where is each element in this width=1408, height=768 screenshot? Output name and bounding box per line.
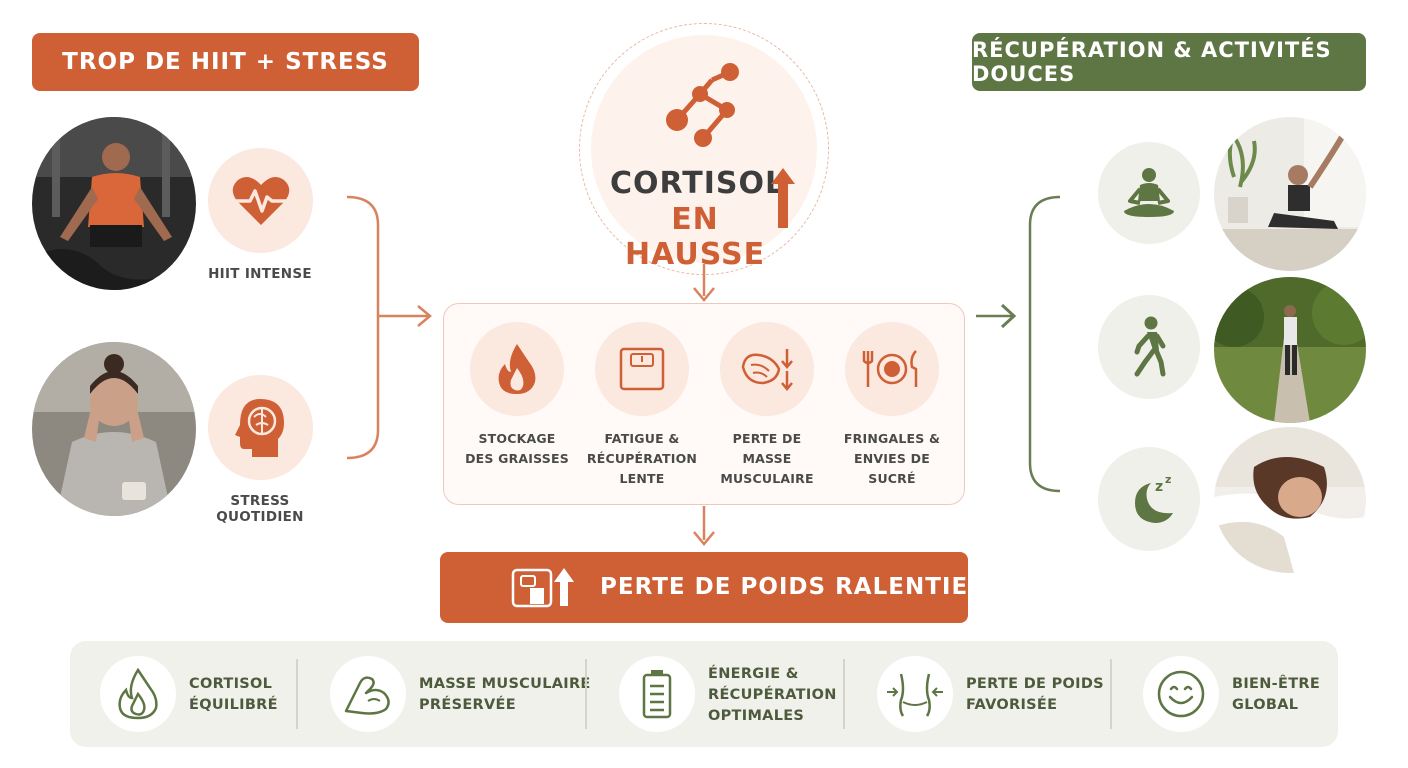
sleep-moon-icon: z z xyxy=(1135,473,1173,523)
benefit-divider xyxy=(296,659,298,729)
svg-text:z: z xyxy=(1155,479,1163,495)
heart-pulse-icon xyxy=(232,176,289,225)
bicep-icon xyxy=(344,676,390,715)
walking-icon-circle xyxy=(1098,295,1200,399)
yoga-photo xyxy=(1214,117,1366,271)
heart-pulse-icon-circle xyxy=(208,148,313,253)
right-title-banner: RÉCUPÉRATION & ACTIVITÉS DOUCES xyxy=(972,33,1366,91)
battery-icon xyxy=(642,670,672,719)
yoga-photo-image xyxy=(1214,117,1366,271)
hiit-label: HIIT INTENSE xyxy=(208,266,312,282)
benefit-divider xyxy=(1110,659,1112,729)
sleeping-photo-image xyxy=(1214,427,1366,573)
walking-icon xyxy=(1134,316,1166,377)
sleep-moon-icon-circle: z z xyxy=(1098,447,1200,551)
left-bracket xyxy=(346,195,380,460)
result-text: PERTE DE POIDS RALENTIE xyxy=(600,574,969,600)
bicep-icon-circle xyxy=(330,656,406,732)
meditation-icon-circle xyxy=(1098,142,1200,244)
hiit-photo-image xyxy=(32,117,196,290)
smile-icon-circle xyxy=(1143,656,1219,732)
muscle-down-icon xyxy=(741,349,793,391)
muscle-down-icon-circle xyxy=(720,322,814,416)
benefit-divider xyxy=(585,659,587,729)
hiit-photo xyxy=(32,117,196,290)
benefit-divider xyxy=(843,659,845,729)
flame-outline-icon xyxy=(118,668,158,720)
benefits-bar xyxy=(70,641,1338,747)
cortisol-subtitle: EN HAUSSE xyxy=(624,202,766,272)
waist-icon xyxy=(887,673,943,717)
head-brain-icon xyxy=(234,398,284,457)
plate-cutlery-icon-circle xyxy=(845,322,939,416)
battery-icon-circle xyxy=(619,656,695,732)
stress-photo-image xyxy=(32,342,196,516)
flame-outline-icon-circle xyxy=(100,656,176,732)
meditation-icon xyxy=(1124,168,1174,217)
scale-icon xyxy=(619,347,665,391)
stress-label: STRESS QUOTIDIEN xyxy=(216,493,304,525)
waist-icon-circle xyxy=(877,656,953,732)
flame-icon-circle xyxy=(470,322,564,416)
head-brain-icon-circle xyxy=(208,375,313,480)
walking-photo-image xyxy=(1214,277,1366,423)
cortisol-title: CORTISOL xyxy=(610,166,786,201)
svg-text:z: z xyxy=(1165,473,1171,486)
plate-cutlery-icon xyxy=(862,350,918,387)
left-title-banner: TROP DE HIIT + STRESS xyxy=(32,33,419,91)
smile-icon xyxy=(1157,670,1205,718)
stress-photo xyxy=(32,342,196,516)
sleeping-photo xyxy=(1214,427,1366,573)
walking-photo xyxy=(1214,277,1366,423)
scale-icon-circle xyxy=(595,322,689,416)
flame-icon xyxy=(498,344,536,394)
effect-label-cravings: FRINGALES &ENVIES DE SUCRÉ xyxy=(843,431,941,486)
right-bracket xyxy=(1028,195,1061,493)
